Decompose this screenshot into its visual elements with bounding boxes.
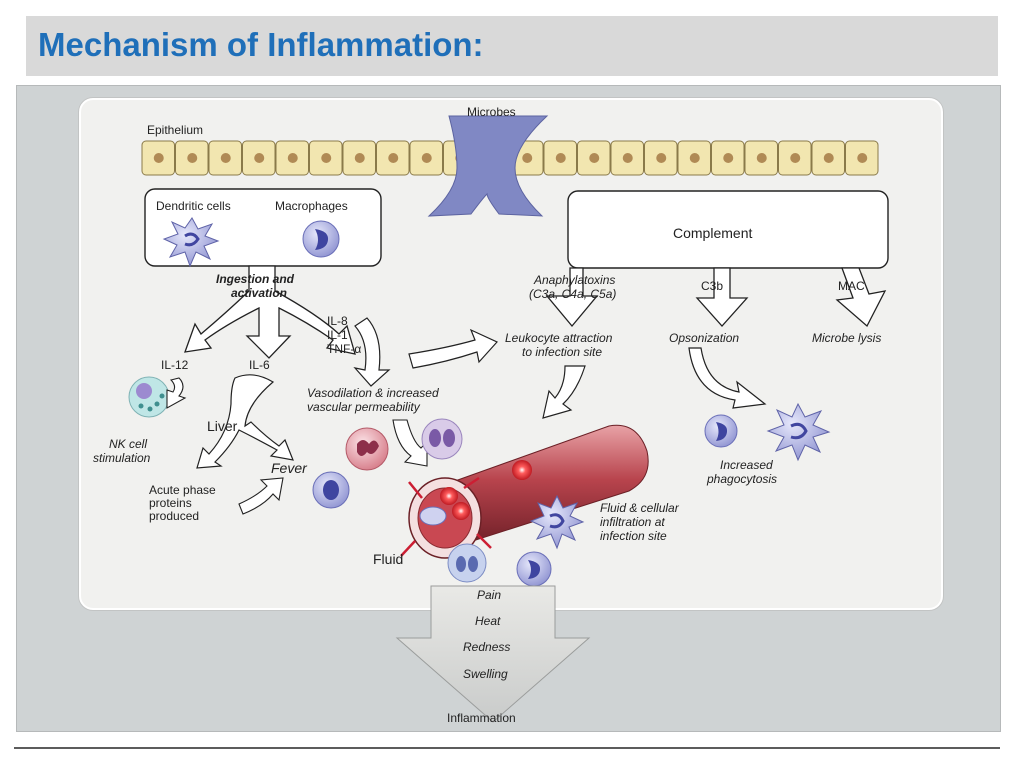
sign-pain: Pain — [477, 588, 501, 602]
epithelial-nucleus — [790, 153, 801, 163]
microbe-lysis-label: Microbe lysis — [812, 331, 881, 345]
epithelial-nucleus — [589, 153, 600, 163]
macrophage-icon — [302, 220, 340, 258]
diagram-canvas: Microbes Epithelium Dendritic cells Macr… — [93, 105, 889, 725]
basophil-icon — [447, 543, 487, 583]
increased-phagocytosis-sub-label: phagocytosis — [706, 472, 777, 486]
microbes-label: Microbes — [467, 105, 516, 119]
c3b-label: C3b — [701, 279, 723, 293]
epithelial-nucleus — [522, 153, 533, 163]
ingestion-arrow — [184, 265, 356, 359]
phagocyte-icon — [766, 402, 831, 462]
epithelial-nucleus — [823, 153, 834, 163]
epithelial-nucleus — [321, 153, 332, 163]
infiltration-label: Fluid & cellular — [600, 501, 680, 515]
epithelial-nucleus — [421, 153, 432, 163]
slide-title: Mechanism of Inflammation: — [38, 26, 484, 63]
title-bar: Mechanism of Inflammation: — [26, 16, 998, 76]
neutrophil-icon — [345, 427, 389, 471]
liver-label: Liver — [207, 418, 238, 434]
vasodilation-label: Vasodilation & increased — [307, 386, 439, 400]
opsonization-label: Opsonization — [669, 331, 739, 345]
dendritic-cells-label: Dendritic cells — [156, 199, 231, 213]
epithelium-label: Epithelium — [147, 123, 203, 137]
blood-vessel — [408, 424, 649, 559]
epithelial-nucleus — [187, 153, 198, 163]
fluid-label: Fluid — [373, 551, 403, 567]
vascular-permeability-label: vascular permeability — [307, 400, 421, 414]
opsonized-macrophage-icon — [704, 414, 738, 448]
activation-label: activation — [231, 286, 287, 300]
epithelial-nucleus — [254, 153, 265, 163]
nk-cell-icon — [128, 376, 170, 418]
il1-label: IL-1 — [327, 328, 348, 342]
bottom-rule — [14, 747, 1000, 749]
epithelial-nucleus — [756, 153, 767, 163]
sign-redness: Redness — [463, 640, 510, 654]
epithelial-nucleus — [689, 153, 700, 163]
lymphocyte-icon — [516, 551, 552, 587]
infiltrating-phagocyte-icon — [529, 494, 585, 550]
il6-label: IL-6 — [249, 358, 270, 372]
epithelial-nucleus — [656, 153, 667, 163]
increased-phagocytosis-label: Increased — [720, 458, 773, 472]
anaphylatoxins-label: Anaphylatoxins — [533, 273, 615, 287]
epithelial-nucleus — [287, 153, 298, 163]
anaphylatoxins-sub-label: (C3a, C4a, C5a) — [529, 287, 616, 301]
tnf-alpha-label: TNF-α — [327, 342, 361, 356]
epithelial-nucleus — [388, 153, 399, 163]
acute-to-fever-arrow — [238, 477, 284, 515]
ingestion-label: Ingestion and — [216, 272, 295, 286]
monocyte-icon — [312, 471, 350, 509]
epithelial-nucleus — [622, 153, 633, 163]
il12-arrow — [166, 377, 187, 409]
il12-label: IL-12 — [161, 358, 189, 372]
acute-produced-label: produced — [149, 509, 199, 523]
dendritic-cell-icon — [162, 217, 220, 268]
il8-label: IL-8 — [327, 314, 348, 328]
microbes-arrow — [427, 115, 549, 217]
inflammation-label: Inflammation — [447, 711, 516, 725]
sign-heat: Heat — [475, 614, 501, 628]
il8-vaso-arrow — [353, 317, 391, 387]
fever-label: Fever — [271, 460, 308, 476]
nk-stimulation-sub-label: stimulation — [93, 451, 151, 465]
infiltration-sub-label: infiltration at — [600, 515, 665, 529]
sign-swelling: Swelling — [463, 667, 508, 681]
eosinophil-icon — [421, 418, 463, 460]
epithelium-layer — [141, 140, 879, 176]
leukocyte-attraction-sub-label: to infection site — [522, 345, 602, 359]
fluid-arrows — [400, 476, 492, 557]
complement-label: Complement — [673, 225, 752, 241]
epithelial-nucleus — [220, 153, 231, 163]
anaphylatoxins-arrow — [545, 267, 599, 328]
epithelial-nucleus — [153, 153, 164, 163]
liver-arrow — [196, 374, 294, 469]
inflammation-arrow — [395, 585, 591, 723]
leukocyte-down-arrow — [542, 365, 586, 419]
vaso-down-arrow — [392, 419, 428, 467]
infiltration-site-label: infection site — [600, 529, 667, 543]
leukocyte-attraction-label: Leukocyte attraction — [505, 331, 613, 345]
to-leukocyte-arrow — [408, 328, 498, 369]
c3b-arrow — [695, 267, 749, 327]
epithelial-nucleus — [723, 153, 734, 163]
mac-label: MAC — [838, 279, 865, 293]
inflammation-figure: Microbes Epithelium Dendritic cells Macr… — [16, 85, 1001, 732]
opsonization-arrow — [688, 347, 767, 409]
nk-stimulation-label: NK cell — [109, 437, 147, 451]
epithelial-nucleus — [857, 153, 868, 163]
acute-proteins-label: proteins — [149, 496, 192, 510]
mac-arrow — [835, 267, 887, 328]
epithelial-nucleus — [555, 153, 566, 163]
acute-phase-label: Acute phase — [149, 483, 216, 497]
epithelial-nucleus — [354, 153, 365, 163]
signs-list: Pain Heat Redness Swelling — [463, 588, 510, 681]
macrophages-label: Macrophages — [275, 199, 348, 213]
